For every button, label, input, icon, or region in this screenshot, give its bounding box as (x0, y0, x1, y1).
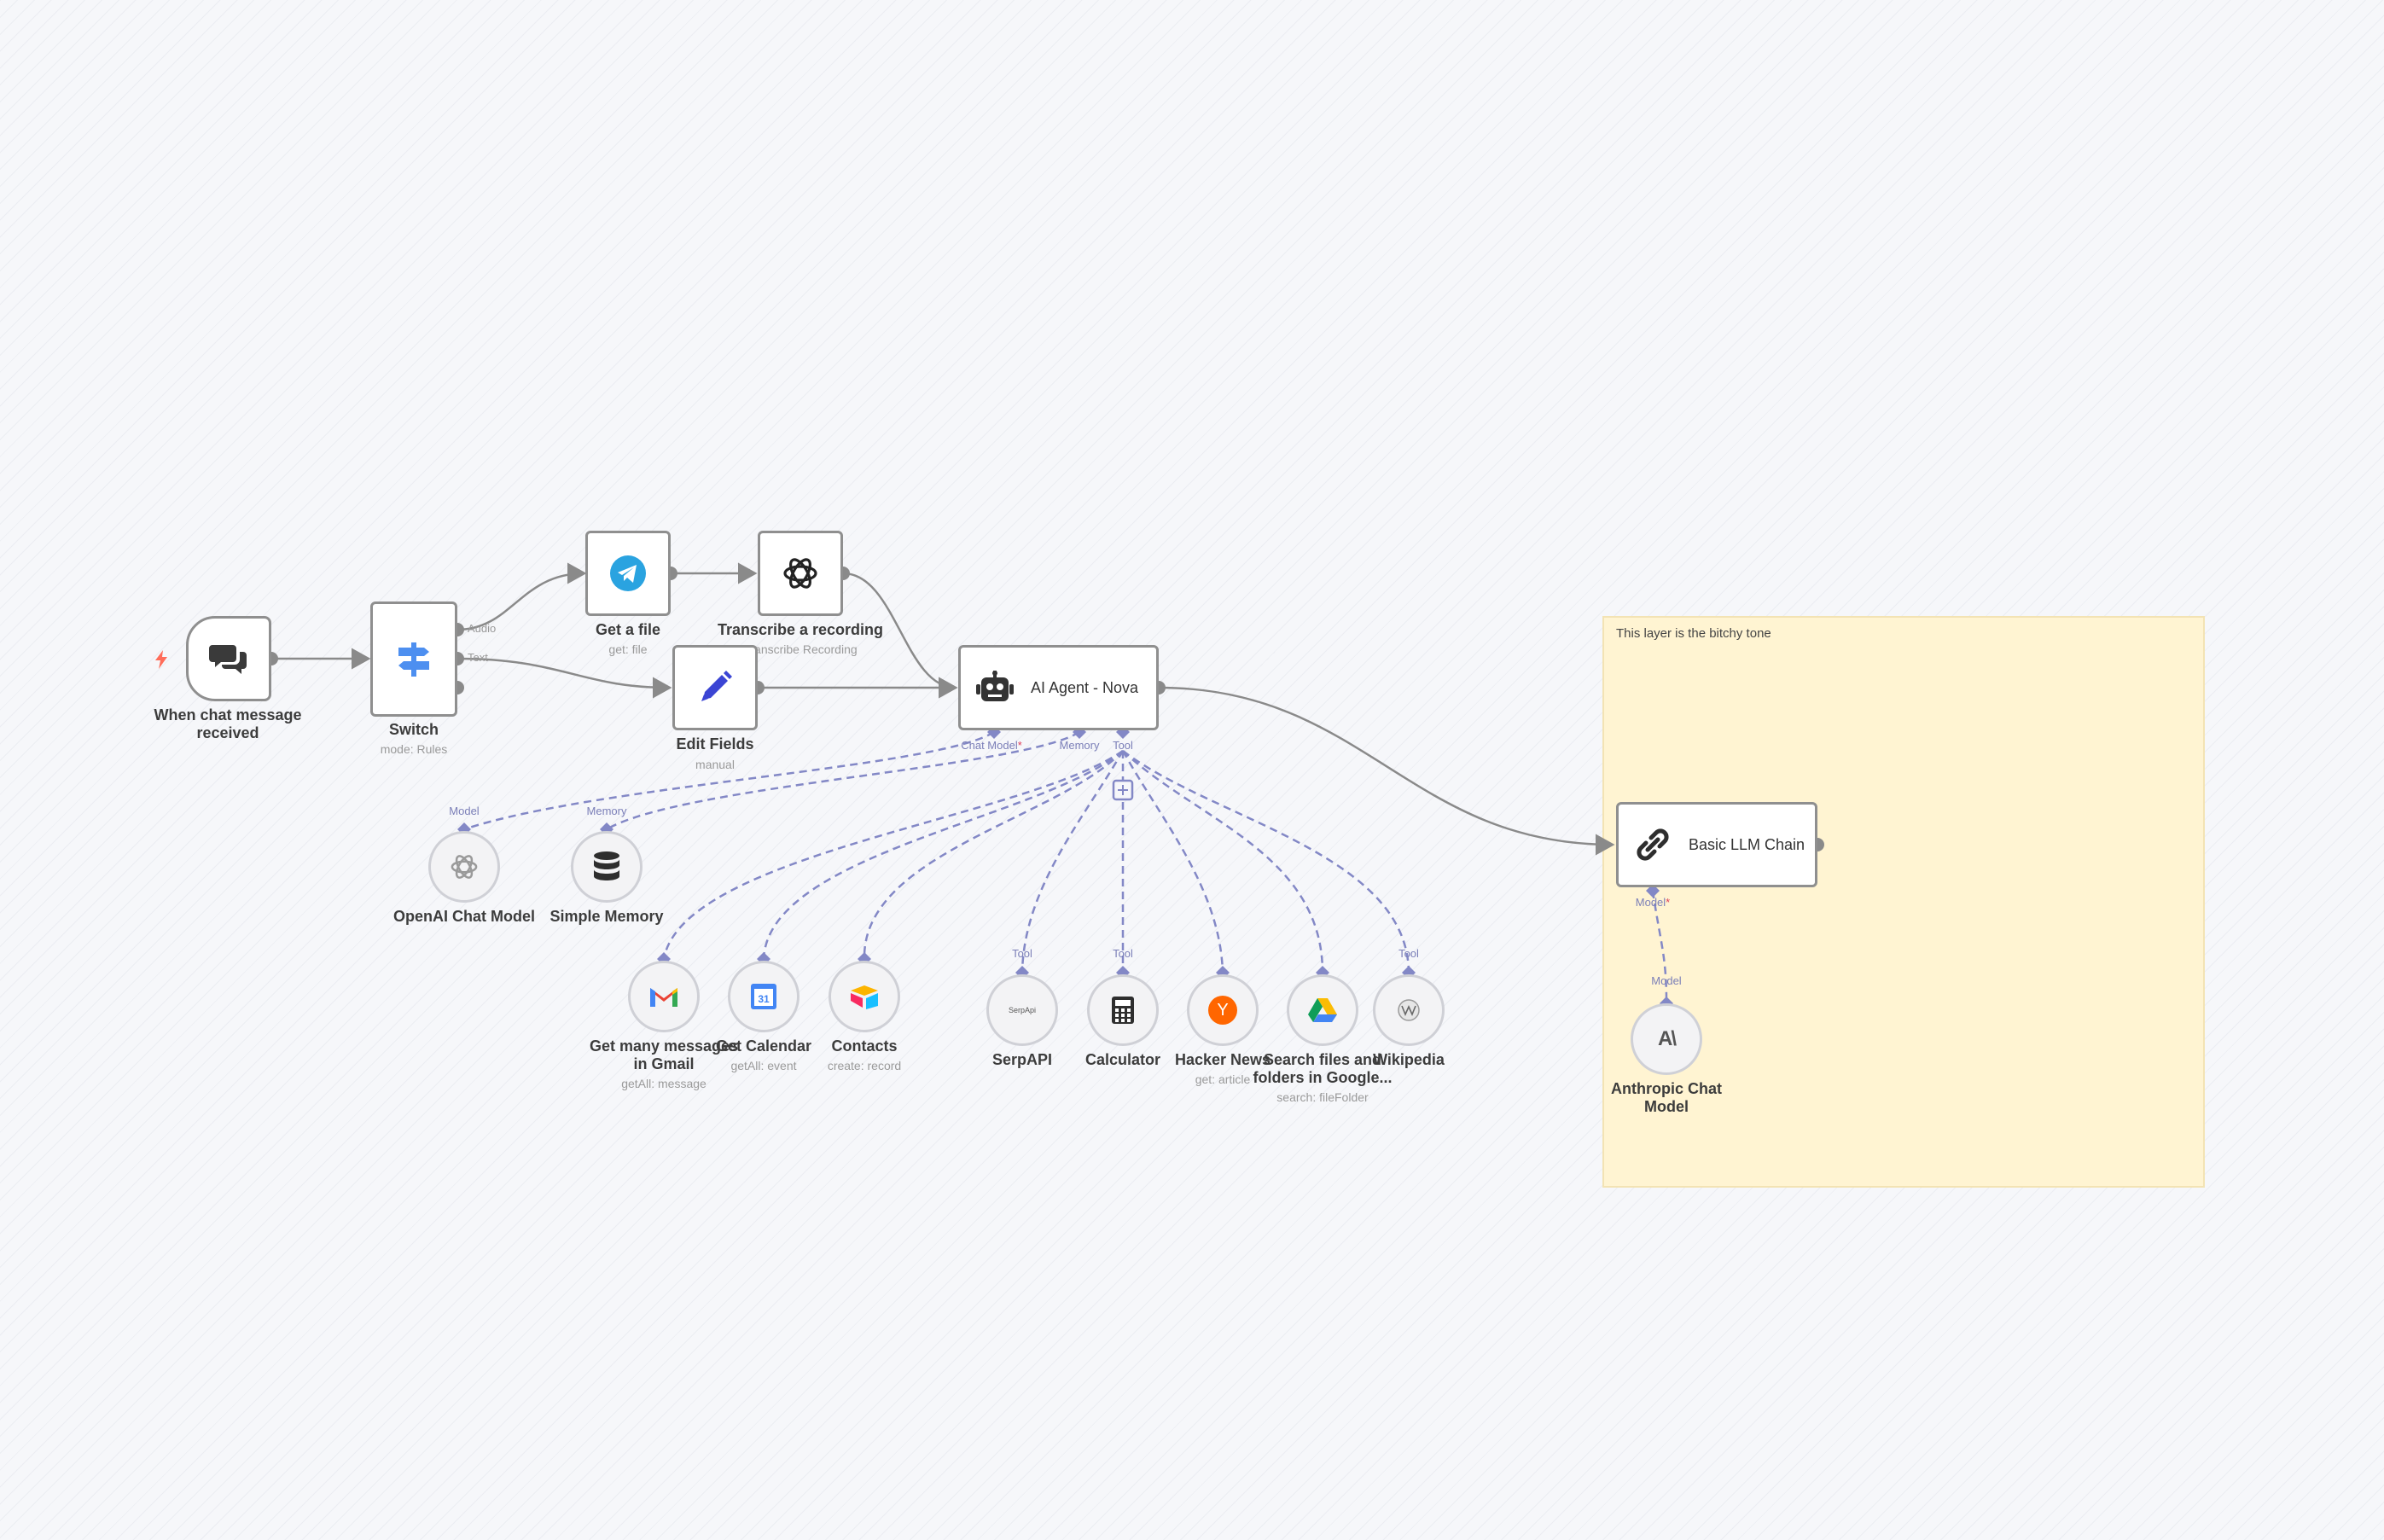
google-drive-icon (1308, 998, 1337, 1022)
switch-output-text-label: Text (468, 651, 488, 664)
anthropic-port-label: Model (1651, 974, 1682, 987)
robot-icon (976, 671, 1014, 701)
serpapi-icon: SerpApi (1008, 1006, 1037, 1014)
agent-memory-port-label: Memory (1059, 739, 1100, 752)
wikipedia-node[interactable] (1373, 974, 1445, 1046)
hacker-news-label: Hacker News (1174, 1051, 1271, 1068)
signpost-icon (398, 642, 429, 677)
google-calendar-icon: 31 (751, 984, 776, 1009)
get-file-label: Get a file (595, 621, 661, 638)
ai-connection-drive (1122, 750, 1324, 973)
ai-connection-anthropic (1651, 890, 1668, 1001)
chat-bubbles-icon (209, 645, 247, 674)
gmail-icon (650, 988, 677, 1007)
transcribe-subtitle: Transcribe Recording (743, 642, 858, 656)
database-icon (594, 851, 619, 880)
simple-memory-label: Simple Memory (549, 908, 664, 925)
chat-trigger-node[interactable] (186, 616, 271, 701)
chat-trigger-label: When chat message received (154, 706, 302, 741)
gmail-node[interactable] (628, 961, 700, 1032)
memory-port-label: Memory (586, 805, 627, 817)
get-file-node[interactable] (585, 531, 671, 616)
calendar-subtitle: getAll: event (730, 1059, 797, 1072)
chain-link-icon (1637, 828, 1669, 861)
transcribe-label: Transcribe a recording (717, 621, 884, 638)
gmail-subtitle: getAll: message (621, 1077, 706, 1090)
hacker-news-icon: Y (1208, 996, 1237, 1025)
hacker-news-node[interactable]: Y (1187, 974, 1259, 1046)
ai-connection-gmail (662, 749, 1124, 960)
sticky-note[interactable]: This layer is the bitchy tone (1602, 616, 2205, 1188)
serpapi-label: SerpAPI (991, 1051, 1053, 1068)
edit-fields-subtitle: manual (695, 758, 735, 771)
telegram-icon (610, 555, 646, 591)
serpapi-node[interactable]: SerpApi (986, 974, 1058, 1046)
calculator-icon (1112, 997, 1134, 1024)
simple-memory-node[interactable] (571, 831, 643, 903)
ai-connection-calendar (762, 750, 1124, 960)
switch-output-audio-label: Audio (468, 622, 497, 635)
calculator-node[interactable] (1087, 974, 1159, 1046)
connection-switch-getfile (456, 562, 587, 631)
transcribe-node[interactable] (758, 531, 843, 616)
calendar-node[interactable]: 31 (728, 961, 800, 1032)
openai-model-port-label: Model (449, 805, 480, 817)
openai-chat-model-node[interactable] (428, 831, 500, 903)
basic-llm-chain-title: Basic LLM Chain (1689, 835, 1805, 853)
google-drive-node[interactable] (1287, 974, 1358, 1046)
serpapi-port-label: Tool (1012, 947, 1032, 960)
ai-connection-wikipedia (1122, 750, 1410, 973)
sticky-note-text: This layer is the bitchy tone (1616, 626, 1771, 641)
ai-connection-contacts (863, 750, 1124, 960)
contacts-label: Contacts (831, 1037, 898, 1055)
port-chain-model (1646, 884, 1660, 898)
contacts-subtitle: create: record (827, 1059, 902, 1072)
openai-chat-model-label: OpenAI Chat Model (393, 908, 535, 925)
wikipedia-port-label: Tool (1398, 947, 1419, 960)
ai-connection-memory (606, 730, 1080, 831)
gmail-label: Get many messages in Gmail (589, 1037, 739, 1072)
ai-agent-title: AI Agent - Nova (1031, 678, 1139, 696)
connection-agent-chain (1158, 686, 1615, 856)
trigger-bolt-icon (155, 650, 167, 669)
basic-llm-chain-node[interactable]: Basic LLM Chain (1616, 802, 1817, 887)
pencil-icon (701, 671, 732, 701)
ai-connection-serpapi (1020, 750, 1125, 973)
svg-text:31: 31 (758, 993, 770, 1005)
wikipedia-label: Wikipedia (1373, 1051, 1445, 1068)
google-drive-subtitle: search: fileFolder (1276, 1090, 1369, 1104)
connection-switch-editfields (456, 657, 672, 699)
hacker-news-subtitle: get: article (1195, 1072, 1251, 1086)
anthropic-chat-model-node[interactable]: A\ (1631, 1003, 1702, 1075)
ai-connection-hackernews (1121, 750, 1224, 973)
agent-chat-model-port-label: Chat Model* (961, 739, 1022, 752)
airtable-icon (851, 985, 878, 1009)
anthropic-chat-model-label: Anthropic Chat Model (1611, 1080, 1722, 1115)
google-drive-label: Search files and folders in Google... (1253, 1051, 1393, 1086)
connection-transcribe-agent (842, 572, 958, 699)
edit-fields-node[interactable] (672, 645, 758, 730)
calculator-port-label: Tool (1113, 947, 1133, 960)
contacts-node[interactable] (829, 961, 900, 1032)
switch-label: Switch (388, 721, 439, 738)
switch-node[interactable] (370, 601, 457, 717)
ai-agent-node[interactable]: AI Agent - Nova (958, 645, 1159, 730)
anthropic-icon: A\ (1658, 1027, 1677, 1050)
wikipedia-globe-icon (1398, 999, 1420, 1021)
calendar-label: Get Calendar (715, 1037, 812, 1055)
calculator-label: Calculator (1084, 1051, 1161, 1068)
openai-icon (451, 855, 478, 879)
openai-icon (783, 558, 817, 589)
chain-model-port-label: Model* (1635, 896, 1671, 909)
agent-tool-port-label: Tool (1113, 739, 1133, 752)
get-file-subtitle: get: file (608, 642, 648, 656)
ai-connection-openai (463, 730, 995, 831)
edit-fields-label: Edit Fields (676, 735, 754, 753)
switch-subtitle: mode: Rules (380, 742, 448, 756)
